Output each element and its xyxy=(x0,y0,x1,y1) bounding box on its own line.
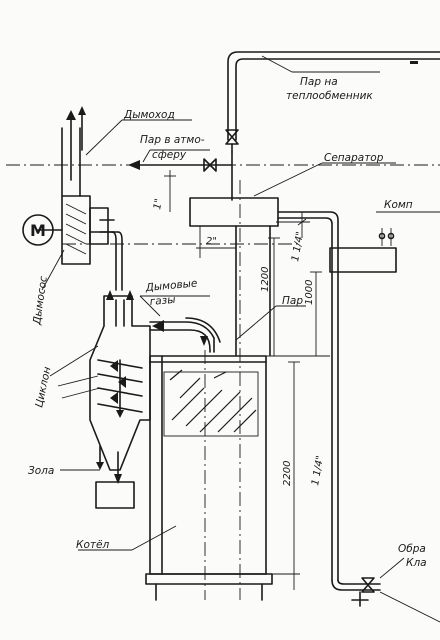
label-steam-to-exchanger-1: Пар на xyxy=(300,76,338,88)
label-smoke-exhauster: Дымосос xyxy=(31,275,50,326)
steam-pipe-annotation xyxy=(235,305,306,341)
ash-bin xyxy=(60,445,135,509)
label-ash: Зола xyxy=(28,465,54,477)
label-steam-to-atm-2: сферу xyxy=(152,149,187,161)
separator-drain-pipe xyxy=(277,211,381,591)
label-chimney: Дымоход xyxy=(123,109,175,121)
dimension-lines xyxy=(196,226,330,590)
label-return-1: Обра xyxy=(398,543,426,555)
dim-steam-to-atm-diameter: 1" xyxy=(152,198,165,211)
steam-to-atmosphere-pipe xyxy=(128,149,233,212)
smoke-exhauster xyxy=(37,195,123,291)
motor-symbol: M xyxy=(30,221,46,240)
label-boiler: Котёл xyxy=(76,539,109,551)
label-steam-to-exchanger-2: теплообменник xyxy=(286,90,373,102)
chimney xyxy=(61,106,192,197)
dim-1-1-4-top: 1 1/4" xyxy=(290,231,306,263)
cyclone xyxy=(49,290,151,471)
dim-2200: 2200 xyxy=(282,461,293,486)
label-steam-to-atm-1: Пар в атмо- xyxy=(140,134,205,146)
steam-pipe-to-exchanger xyxy=(227,51,440,141)
compressor-tank xyxy=(329,211,440,273)
boiler xyxy=(78,355,273,601)
label-cyclone: Циклон xyxy=(33,366,53,409)
label-flue-gases-2: газы xyxy=(149,294,176,308)
label-return-2: Кла xyxy=(406,557,427,569)
dim-1-1-4-mid: 1 1/4" xyxy=(310,455,326,487)
label-steam: Пар xyxy=(282,295,303,307)
electric-motor xyxy=(22,214,54,246)
dim-2-inch: 2" xyxy=(206,236,217,247)
flue-gas-duct xyxy=(139,295,221,353)
label-flue-gases-1: Дымовые xyxy=(144,278,198,295)
dim-1200: 1200 xyxy=(260,267,271,292)
dim-1000: 1000 xyxy=(304,280,315,305)
label-compressor: Комп xyxy=(384,199,413,211)
steam-valve xyxy=(225,129,239,153)
return-valve xyxy=(351,557,440,623)
label-separator: Сепаратор xyxy=(324,152,384,164)
